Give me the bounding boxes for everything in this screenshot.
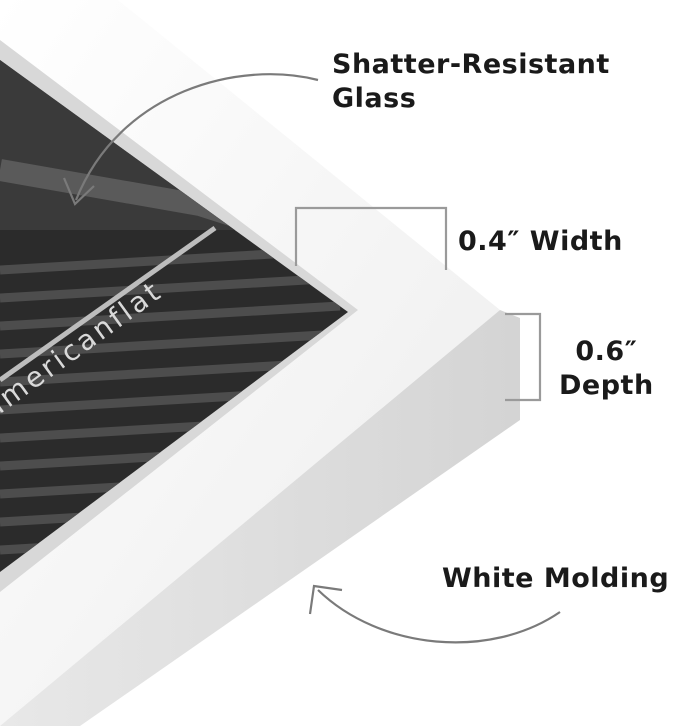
glass-callout: Shatter-Resistant Glass (332, 49, 610, 114)
width-callout: 0.4″ Width (458, 226, 623, 257)
depth-bracket (505, 312, 542, 402)
frame-depth-side (0, 310, 520, 726)
glass-arrowhead (62, 177, 95, 206)
glass-arrow (74, 73, 319, 201)
width-bracket (294, 206, 448, 270)
molding-arrow (317, 589, 561, 644)
molding-callout: White Molding (442, 563, 670, 594)
depth-callout: 0.6″ Depth (559, 336, 654, 401)
molding-arrowhead (308, 584, 343, 615)
